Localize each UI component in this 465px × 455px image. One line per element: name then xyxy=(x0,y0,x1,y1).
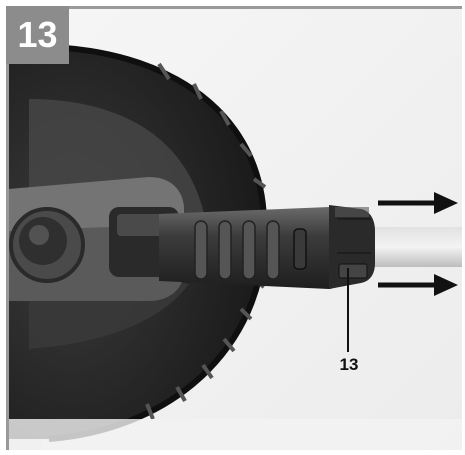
figure-number-badge: 13 xyxy=(6,6,69,64)
tool-photo xyxy=(9,9,462,450)
figure-frame xyxy=(6,6,462,450)
callout-label: 13 xyxy=(339,355,359,374)
